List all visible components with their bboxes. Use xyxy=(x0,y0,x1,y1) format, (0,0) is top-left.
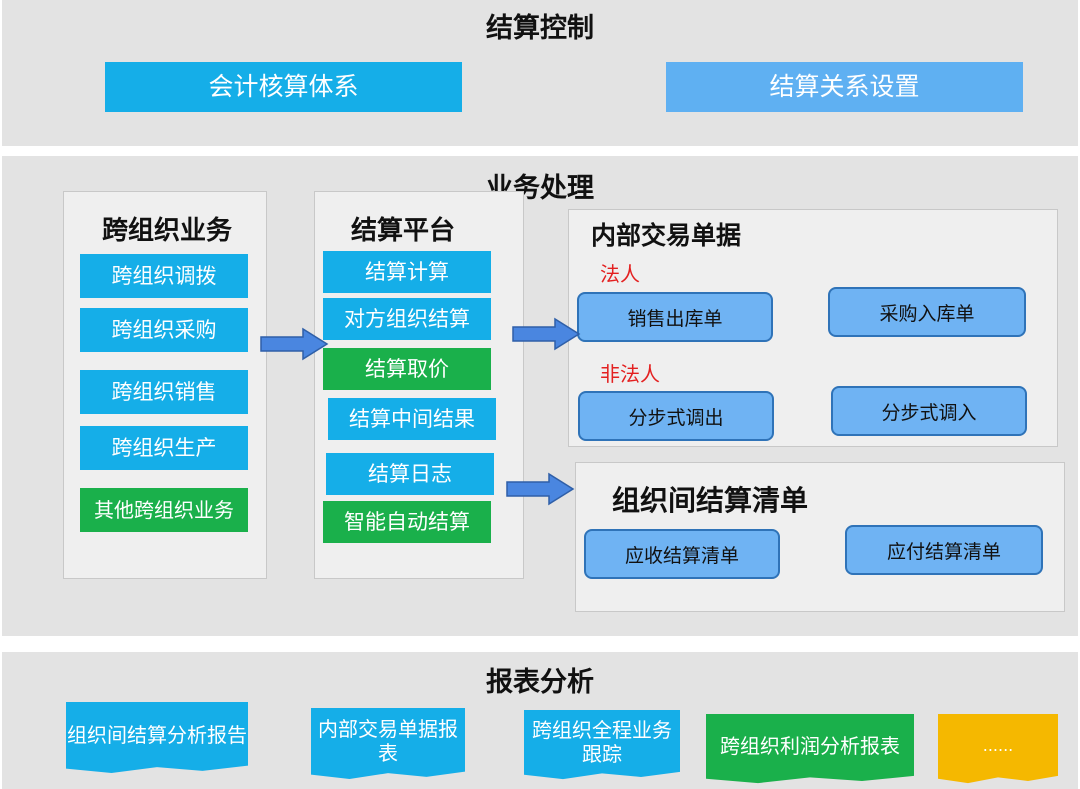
internal-docs-panel: 内部交易单据 法人 销售出库单 采购入库单 非法人 分步式调出 分步式调入 xyxy=(568,209,1058,447)
legal-entity-label: 法人 xyxy=(600,262,640,286)
cross-org-item: 跨组织采购 xyxy=(80,308,248,352)
settlement-control-section: 结算控制 会计核算体系 结算关系设置 xyxy=(2,0,1078,146)
settlement-statement-panel: 组织间结算清单 应收结算清单 应付结算清单 xyxy=(575,462,1065,612)
step-transfer-out-doc: 分步式调出 xyxy=(578,391,774,441)
report-analysis-section: 报表分析 组织间结算分析报告 内部交易单据报表 跨组织全程业务跟踪 跨组织利润分… xyxy=(2,652,1078,789)
arrow-to-statement-icon xyxy=(506,472,575,506)
platform-item: 结算日志 xyxy=(326,453,494,495)
report-item: 组织间结算分析报告 xyxy=(66,702,248,774)
platform-item: 对方组织结算 xyxy=(323,298,491,340)
receivable-statement-doc: 应收结算清单 xyxy=(584,529,780,579)
purchase-inbound-doc: 采购入库单 xyxy=(828,287,1026,337)
platform-item: 结算中间结果 xyxy=(328,398,496,440)
report-item: ...... xyxy=(938,714,1058,784)
report-analysis-title: 报表分析 xyxy=(486,667,594,698)
settlement-platform-panel: 结算平台 结算计算 对方组织结算 结算取价 结算中间结果 结算日志 智能自动结算 xyxy=(314,191,524,579)
non-legal-entity-label: 非法人 xyxy=(600,362,660,386)
accounting-system-box: 会计核算体系 xyxy=(105,62,462,112)
cross-org-title: 跨组织业务 xyxy=(102,216,233,246)
payable-statement-doc: 应付结算清单 xyxy=(845,525,1043,575)
report-item: 内部交易单据报表 xyxy=(311,708,465,780)
report-item: 跨组织全程业务跟踪 xyxy=(524,710,680,780)
sales-outbound-doc: 销售出库单 xyxy=(577,292,773,342)
business-processing-section: 业务处理 跨组织业务 跨组织调拨 跨组织采购 跨组织销售 跨组织生产 其他跨组织… xyxy=(2,156,1078,636)
platform-item: 结算取价 xyxy=(323,348,491,390)
platform-item: 智能自动结算 xyxy=(323,501,491,543)
settlement-platform-title: 结算平台 xyxy=(351,216,456,246)
settlement-statement-title: 组织间结算清单 xyxy=(612,484,809,517)
platform-item: 结算计算 xyxy=(323,251,491,293)
settlement-control-title: 结算控制 xyxy=(486,13,594,44)
cross-org-item: 跨组织调拨 xyxy=(80,254,248,298)
arrow-to-platform-icon xyxy=(260,327,329,361)
report-item: 跨组织利润分析报表 xyxy=(706,714,914,784)
arrow-to-internal-docs-icon xyxy=(512,317,581,351)
internal-docs-title: 内部交易单据 xyxy=(591,221,742,250)
cross-org-item: 其他跨组织业务 xyxy=(80,488,248,532)
cross-org-panel: 跨组织业务 跨组织调拨 跨组织采购 跨组织销售 跨组织生产 其他跨组织业务 xyxy=(63,191,267,579)
cross-org-item: 跨组织销售 xyxy=(80,370,248,414)
settlement-relation-box: 结算关系设置 xyxy=(666,62,1023,112)
step-transfer-in-doc: 分步式调入 xyxy=(831,386,1027,436)
cross-org-item: 跨组织生产 xyxy=(80,426,248,470)
